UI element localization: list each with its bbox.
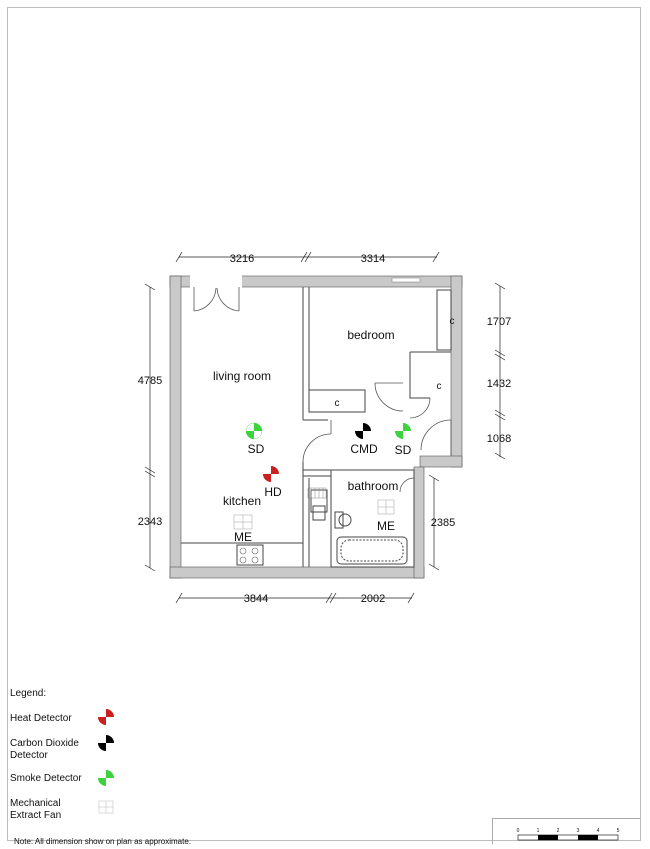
dimension-right-2: 1432 [487,378,511,390]
dimension-right-3: 1068 [487,433,511,445]
device-label-hd: HD [264,485,282,499]
carbon-dioxide-detector-hall-icon [355,423,371,439]
scale-bar [517,834,619,841]
legend-smoke-detector-label: Smoke Detector [10,773,82,784]
dimension-right-1: 1707 [487,316,511,328]
drawing-sheet-border [7,7,641,841]
heat-detector-kitchen-icon [263,466,279,482]
dimension-lines [144,251,506,604]
legend-smoke-detector-icon [98,770,114,786]
legend-extract-fan-label: Mechanical Extract Fan [10,798,62,821]
device-label-sd-hall: SD [395,443,412,457]
scale-ticks: 0 1 2 3 4 5 [517,828,620,834]
legend-extract-fan-icon [98,800,114,814]
scale-tick-4: 4 [597,828,600,834]
window [391,277,421,283]
kitchen-sink [307,487,327,499]
scale-tick-1: 1 [537,828,540,834]
scale-tick-3: 3 [577,828,580,834]
room-label-living-room: living room [213,369,271,383]
dimension-left-upper: 4785 [138,375,162,387]
dimension-right-4: 2385 [431,517,455,529]
approximate-dimensions-note: Note: All dimension show on plan as appr… [14,837,191,846]
scale-box [492,818,640,844]
cupboard-label-3: c [335,398,340,409]
smoke-detector-living-icon [245,422,263,440]
cupboard-label-1: c [450,316,455,327]
legend-title: Legend: [10,688,47,699]
device-label-me-bathroom: ME [377,519,395,533]
internal-walls [181,287,452,568]
dimension-top-right: 3314 [361,253,385,265]
legend-carbon-dioxide-detector-icon [98,735,114,751]
walls [169,275,463,579]
scale-tick-2: 2 [557,828,560,834]
cooker-hob [239,547,259,564]
dimension-bottom-left: 3844 [244,593,268,605]
door-swings [193,287,452,493]
dimension-top-left: 3216 [230,253,254,265]
extract-fans [233,499,395,530]
dimension-left-lower: 2343 [138,516,162,528]
legend-heat-detector-icon [98,709,114,725]
balcony-door-gap [190,275,242,288]
room-label-kitchen: kitchen [223,494,261,508]
device-label-sd-living: SD [248,442,265,456]
scale-tick-5: 5 [617,828,620,834]
cupboard-label-2: c [437,381,442,392]
legend-carbon-dioxide-detector-label: Carbon Dioxide Detector [10,738,79,761]
room-label-bathroom: bathroom [348,479,399,493]
smoke-detector-hall-icon [395,423,411,439]
room-label-bedroom: bedroom [347,328,394,342]
dimension-bottom-right: 2002 [361,593,385,605]
scale-tick-0: 0 [517,828,520,834]
device-label-me-kitchen: ME [234,530,252,544]
device-label-cmd: CMD [350,442,378,456]
legend-heat-detector-label: Heat Detector [10,713,72,724]
